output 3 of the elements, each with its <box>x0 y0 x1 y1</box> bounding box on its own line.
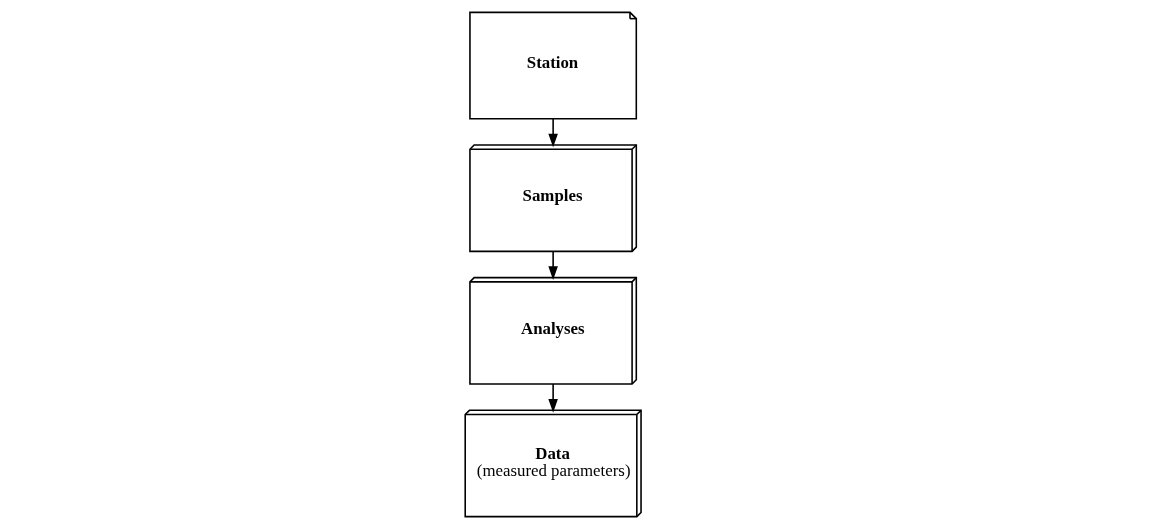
arrow <box>548 383 558 413</box>
arrow <box>548 250 558 281</box>
arrow <box>548 117 558 148</box>
